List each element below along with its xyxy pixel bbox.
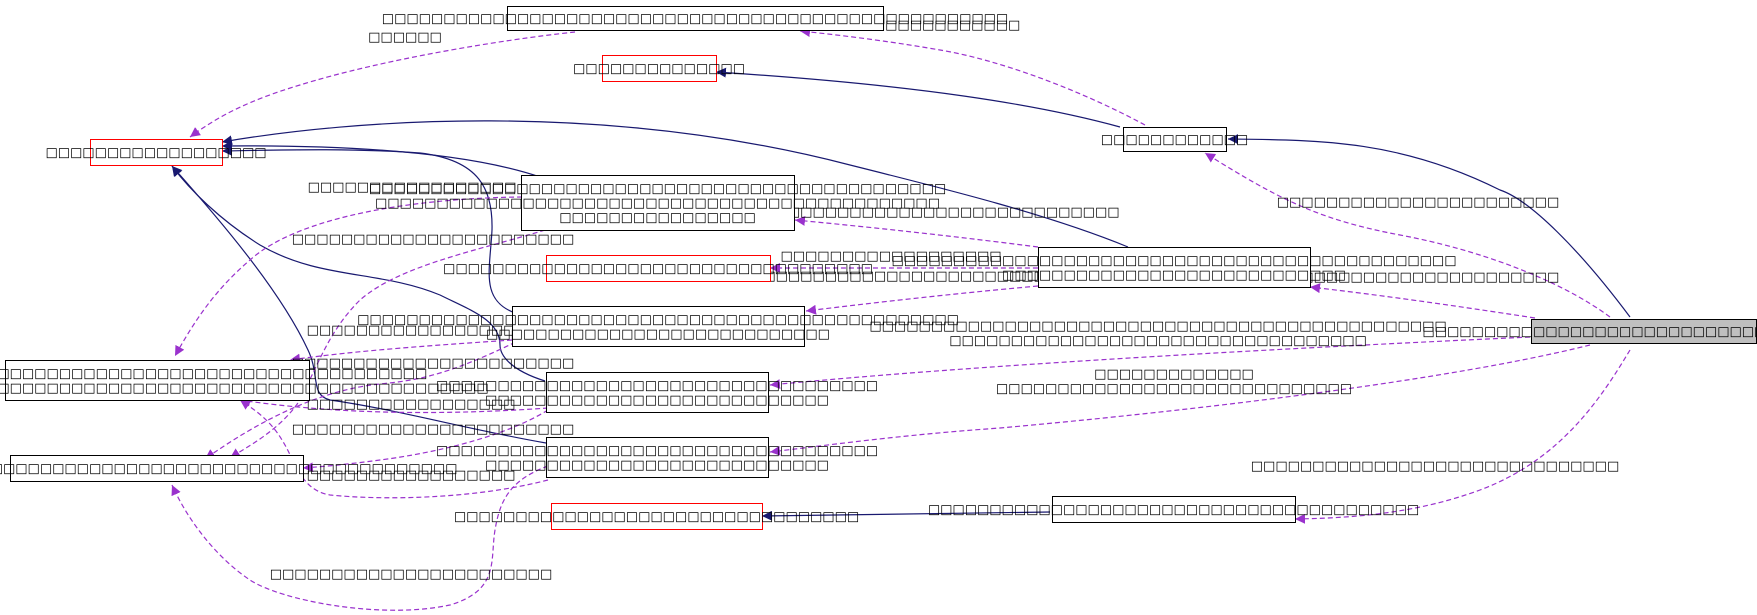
node-l2-box bbox=[10, 455, 304, 482]
edge-label-root-c4-1: □□□□□□□□□□□□□□□□□□□□□□□□□□□□□□□□□□ bbox=[949, 334, 1367, 349]
node-root[interactable]: □□□□□□□□□□□□□□□□□□□□□□□□□□□□□□□□□□□□ bbox=[1422, 319, 1757, 344]
edge-c1-to-l1 bbox=[174, 196, 523, 357]
edge-c5-to-l2 bbox=[171, 465, 549, 611]
node-mid[interactable]: □□□□□□□□□□□□ bbox=[1101, 127, 1248, 152]
node-c1-label-0: □□□□□□□□□□□□□□□□□□□□□□□□□□□□□□□□□□□□□□□□… bbox=[369, 182, 946, 197]
edge-r3-to-c6 bbox=[761, 510, 1051, 521]
edge-c2-to-left bbox=[221, 145, 516, 314]
edge-c4-to-l1 bbox=[239, 396, 549, 414]
node-c4-box bbox=[546, 372, 769, 413]
node-c6[interactable]: □□□□□□□□□□□□□□□□□□□□□□□□□□□□□□□□□□□□□□□□ bbox=[928, 496, 1419, 523]
node-r3-label-0: □□□□□□□□□□□□□□□□□□□□□□□□□□□□□□□□□ bbox=[454, 510, 859, 525]
node-c4-label-0: □□□□□□□□□□□□□□□□□□□□□□□□□□□□□□□□□□□□ bbox=[436, 378, 878, 393]
node-mid-box bbox=[1123, 127, 1227, 152]
node-left[interactable]: □□□□□□□□□□□□□□□□□□ bbox=[45, 139, 267, 166]
edge-label-root-r3-0: □□□□□□□□□□□□□□□□□□□□□□□□□□□□□□ bbox=[1251, 459, 1619, 474]
node-c6-box bbox=[1052, 496, 1296, 523]
edge-mid-to-r1 bbox=[715, 67, 1121, 128]
edge-root-to-c5 bbox=[769, 344, 1591, 456]
node-top-label-0: □□□□□□□□□□□□□□□□□□□□□□□□□□□□□□□□□□□□□□□□… bbox=[382, 12, 1008, 27]
edge-root-to-mid-use bbox=[1204, 152, 1611, 318]
edge-root-to-c4 bbox=[769, 336, 1531, 390]
edge-root-to-c6 bbox=[1309, 283, 1536, 319]
node-l2-label-0: □□□□□□□□□□□□□□□□□□□□□□□□□□□□□□□□□□□□□□□□… bbox=[0, 462, 457, 477]
edge-root-to-mid bbox=[1227, 134, 1631, 318]
edge-label-c4-l1-0: □□□□□□□□□□□□□□□□□ bbox=[307, 397, 516, 412]
edge-labels-layer: □□□□□□□□□□□□□□□□□□□□□□□□□□□□□□□□□□□□□□□□… bbox=[270, 18, 1620, 582]
node-l1[interactable]: □□□□□□□□□□□□□□□□□□□□□□□□□□□□□□□□□□□□□□□□… bbox=[0, 360, 489, 401]
edge-label-c4-l2-0: □□□□□□□□□□□□□□□□□□□□□□□ bbox=[292, 422, 575, 437]
edge-c6-to-c1 bbox=[794, 215, 1039, 248]
edge-label-top-left-0: □□□□□□ bbox=[368, 30, 442, 45]
edge-label-c6-c1-0: □□□□□□□□□□□□□□□□□□□□□□□□□□□□□□□□ bbox=[726, 205, 1119, 220]
node-c5-label-0: □□□□□□□□□□□□□□□□□□□□□□□□□□□□□□□□□□□□ bbox=[436, 443, 878, 458]
node-c1-box bbox=[521, 175, 795, 231]
node-c6-label-0: □□□□□□□□□□□□□□□□□□□□□□□□□□□□□□□□□□□□□□□□ bbox=[928, 503, 1419, 518]
node-c5-box bbox=[546, 437, 769, 478]
node-c1-label-2: □□□□□□□□□□□□□□□□ bbox=[559, 211, 756, 226]
edge-label-c6-c2-0: □□□□□□□□□□□□□□□□□□□□□□□□□□□□ bbox=[751, 269, 1095, 284]
node-c2-label-1: □□□□□□□□□□□□□□□□□□□□□□□□□□□□ bbox=[1002, 268, 1346, 283]
node-c2-box bbox=[1038, 247, 1311, 288]
nodes-layer: □□□□□□□□□□□□□□□□□□□□□□□□□□□□□□□□□□□□□□□□… bbox=[0, 6, 1757, 530]
node-c1-label-1: □□□□□□□□□□□□□□□□□□□□□□□□□□□□□□□□□□□□□□□□… bbox=[375, 196, 940, 211]
node-c5[interactable]: □□□□□□□□□□□□□□□□□□□□□□□□□□□□□□□□□□□□□□□□… bbox=[436, 437, 878, 478]
node-root-label-0: □□□□□□□□□□□□□□□□□□□□□□□□□□□□□□□□□□□□ bbox=[1422, 325, 1757, 340]
edge-label-root-c6-0: □□□□□□□□□□□□□□□□□□□□□□□ bbox=[1277, 270, 1560, 285]
edge-c5-to-left bbox=[171, 165, 547, 444]
node-c2[interactable]: □□□□□□□□□□□□□□□□□□□□□□□□□□□□□□□□□□□□□□□□… bbox=[891, 247, 1457, 288]
node-c3[interactable]: □□□□□□□□□□□□□□□□□□□□□□□□□□□□□□□□□□□□□□□□… bbox=[357, 306, 959, 347]
node-r2-box bbox=[546, 255, 771, 282]
edge-c1-to-l2 bbox=[229, 229, 546, 459]
node-c3-label-0: □□□□□□□□□□□□□□□□□□□□□□□□□□□□□□□□□□□□□□□□… bbox=[357, 312, 959, 327]
edge-c4-to-l2 bbox=[302, 409, 549, 473]
edges-layer bbox=[171, 27, 1631, 611]
edge-c5-to-l1 bbox=[239, 399, 549, 499]
edge-label-c1-l1-0: □□□□□□□□□□□□□□□□□ bbox=[308, 180, 517, 195]
node-left-label-0: □□□□□□□□□□□□□□□□□□ bbox=[45, 146, 266, 161]
edge-mid-to-top bbox=[799, 27, 1146, 126]
edge-c6-to-c2 bbox=[805, 285, 1039, 315]
node-left-box bbox=[90, 139, 223, 166]
edge-label-c1-l2-0: □□□□□□□□□□□□□□□□□□□□□□□ bbox=[292, 232, 575, 247]
edge-c4-to-left bbox=[171, 165, 546, 382]
node-top[interactable]: □□□□□□□□□□□□□□□□□□□□□□□□□□□□□□□□□□□□□□□□… bbox=[382, 6, 1008, 31]
edge-top-to-left bbox=[189, 31, 576, 138]
edge-c2-to-l2 bbox=[204, 334, 531, 460]
node-c5-label-1: □□□□□□□□□□□□□□□□□□□□□□□□□□□□ bbox=[485, 458, 829, 473]
node-top-box bbox=[507, 6, 884, 31]
edge-label-mid-root-0: □□□□□□□□□□□□□□□□□□□□□□□ bbox=[1277, 195, 1560, 210]
node-c4[interactable]: □□□□□□□□□□□□□□□□□□□□□□□□□□□□□□□□□□□□□□□□… bbox=[436, 372, 878, 413]
node-c3-box bbox=[512, 306, 805, 347]
edge-c2-to-l1 bbox=[289, 339, 513, 364]
edge-label-c5-l2-0: □□□□□□□□□□□□□□□□□□□□□□□ bbox=[270, 567, 553, 582]
node-c2-label-0: □□□□□□□□□□□□□□□□□□□□□□□□□□□□□□□□□□□□□□□□… bbox=[891, 253, 1456, 268]
node-r3-box bbox=[551, 503, 763, 530]
node-c1[interactable]: □□□□□□□□□□□□□□□□□□□□□□□□□□□□□□□□□□□□□□□□… bbox=[369, 175, 946, 231]
edge-c6-to-left bbox=[221, 120, 1129, 248]
node-r2[interactable]: □□□□□□□□□□□□□□□□□□□□□□□□□□□□□□□□□□□ bbox=[443, 255, 873, 282]
node-l1-label-1: □□□□□□□□□□□□□□□□□□□□□□□□□□□□□□□□□□□□□□□□… bbox=[0, 381, 489, 396]
node-r3[interactable]: □□□□□□□□□□□□□□□□□□□□□□□□□□□□□□□□□ bbox=[454, 503, 859, 530]
node-l1-label-0: □□□□□□□□□□□□□□□□□□□□□□□□□□□□□□□□□□□□□□□□… bbox=[0, 366, 427, 381]
node-r1[interactable]: □□□□□□□□□□□□□□ bbox=[573, 55, 745, 82]
edge-label-c5-l1-0: □□□□□□□□□□□□□□□□□ bbox=[307, 468, 516, 483]
node-r2-label-0: □□□□□□□□□□□□□□□□□□□□□□□□□□□□□□□□□□□ bbox=[443, 262, 873, 277]
node-c4-label-1: □□□□□□□□□□□□□□□□□□□□□□□□□□□□ bbox=[485, 393, 829, 408]
node-r1-label-0: □□□□□□□□□□□□□□ bbox=[573, 62, 745, 77]
edge-label-root-c4-0: □□□□□□□□□□□□□□□□□□□□□□□□□□□□□□□□□□□□□□□□… bbox=[869, 319, 1446, 334]
node-r1-box bbox=[602, 55, 717, 82]
edge-label-c2-l1-0: □□□□□□□□□□□□□□□□□ bbox=[307, 323, 516, 338]
edge-root-to-r3 bbox=[1294, 349, 1631, 524]
edge-label-c2-l2-0: □□□□□□□□□□□□□□□□□□□□□□□ bbox=[292, 356, 575, 371]
node-mid-label-0: □□□□□□□□□□□□ bbox=[1101, 133, 1248, 148]
node-l2[interactable]: □□□□□□□□□□□□□□□□□□□□□□□□□□□□□□□□□□□□□□□□… bbox=[0, 455, 457, 482]
node-l1-box bbox=[5, 360, 310, 401]
edge-label-c6-r2-0: □□□□□□□□□□□□□□□□□□ bbox=[780, 249, 1001, 264]
node-c3-label-1: □□□□□□□□□□□□□□□□□□□□□□□□□□□□ bbox=[486, 327, 830, 342]
edge-label-root-c5-0: □□□□□□□□□□□□□ bbox=[1094, 367, 1254, 382]
edge-label-root-c5-1: □□□□□□□□□□□□□□□□□□□□□□□□□□□□□ bbox=[996, 382, 1352, 397]
